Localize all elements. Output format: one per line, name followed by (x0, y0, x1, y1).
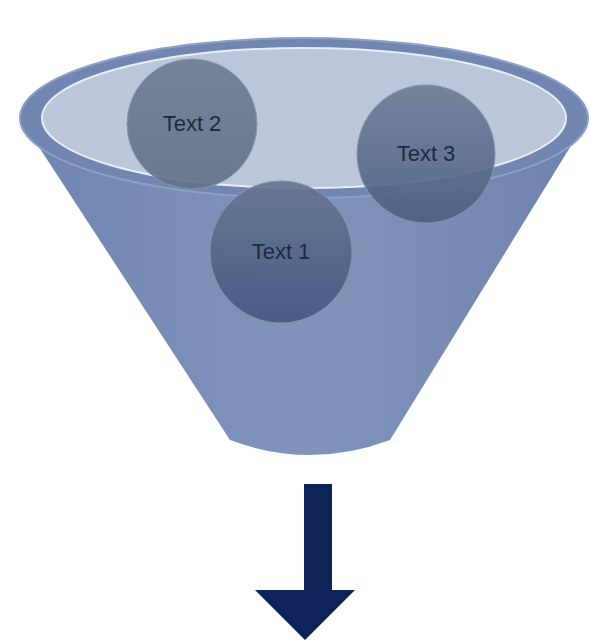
text-circle: Text 2 (126, 58, 258, 190)
circle-fill (357, 85, 495, 223)
arrow-shaft (304, 484, 332, 592)
circle-label: Text 1 (252, 239, 311, 265)
funnel-rim (20, 38, 588, 198)
circle-fill (210, 181, 352, 323)
text-circle: Text 3 (356, 84, 496, 224)
arrow-head (255, 590, 355, 640)
text-circle: Text 1 (209, 180, 353, 324)
circle-label: Text 2 (163, 111, 222, 137)
circle-fill (127, 59, 257, 189)
circle-label: Text 3 (397, 141, 456, 167)
